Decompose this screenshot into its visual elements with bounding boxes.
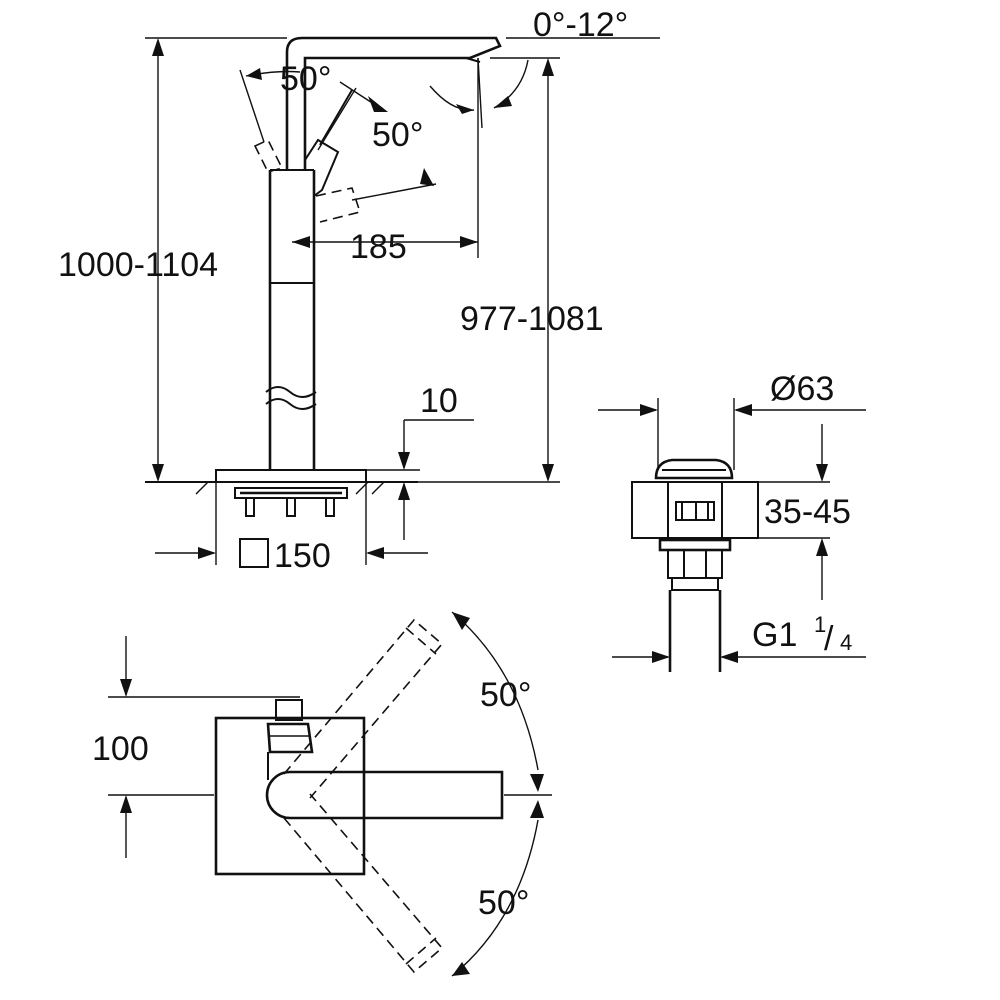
spout-height-label: 977-1081 [460, 300, 604, 338]
thread-main-label: G1 [752, 616, 797, 654]
mounting-bracket [215, 482, 367, 565]
thread-numerator-label: 1 [814, 612, 826, 637]
lever-front-angle-label: 50° [372, 116, 423, 154]
lever-offset-dim [108, 636, 300, 858]
top-spout [275, 699, 303, 721]
top-lever-swing [283, 618, 444, 974]
top-view: 100 50° 50° [92, 611, 552, 977]
total-height-label: 1000-1104 [58, 246, 218, 284]
spout-reach-dim [292, 236, 478, 248]
spout-reach-label: 185 [350, 228, 407, 266]
swing-right-label: 50° [480, 676, 531, 714]
arrow [420, 168, 434, 186]
waste-diameter-label: Ø63 [770, 370, 834, 408]
thread-denominator-label: 4 [840, 630, 852, 655]
swing-left-label: 50° [478, 884, 529, 922]
deck-thickness-label: 35-45 [764, 493, 851, 531]
spout-height-dim [418, 57, 560, 483]
top-lever [265, 770, 504, 820]
lever-offset-label: 100 [92, 730, 149, 768]
total-height-dim [145, 37, 287, 482]
swing-arcs [451, 611, 552, 977]
deck-right [721, 481, 759, 539]
square-symbol-icon [239, 538, 269, 568]
lever-back-angle-label: 50° [280, 60, 331, 98]
side-view: 0°-12° 50° 50° 1000-1104 185 977-1081 10… [58, 6, 660, 575]
spout-tilt-dim [429, 37, 660, 258]
lever-front-guide [317, 87, 357, 151]
deck-left [631, 481, 669, 539]
arrow [246, 68, 262, 80]
base-plate [215, 469, 367, 483]
lever-back-guide [239, 69, 265, 143]
nut [658, 538, 732, 552]
base-square-label: 150 [274, 537, 331, 575]
plate-thickness-dim [366, 419, 474, 540]
waste-body [667, 481, 723, 539]
arrow [368, 96, 388, 112]
thread-slash: / [824, 620, 834, 658]
spout-tilt-label: 0°-12° [533, 6, 628, 44]
top-base-square [214, 716, 366, 876]
waste-detail: Ø63 35-45 G1 1 / 4 [598, 370, 866, 672]
lever [304, 89, 353, 197]
base-width-dim [155, 538, 428, 568]
plate-thickness-label: 10 [420, 382, 458, 420]
column [265, 169, 317, 470]
